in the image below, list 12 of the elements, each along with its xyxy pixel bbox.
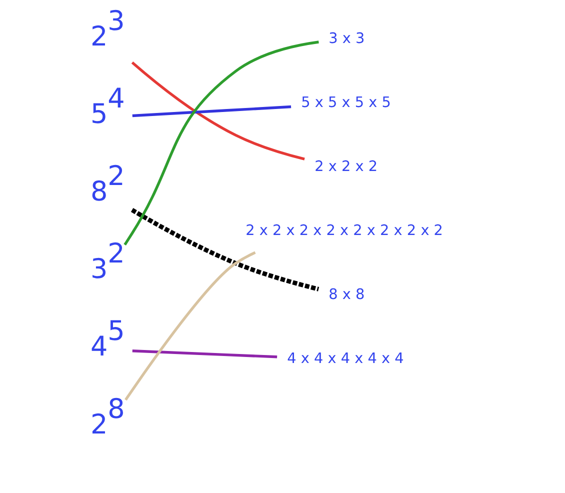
connector xyxy=(132,105,291,118)
node-text: 3 x 3 xyxy=(328,31,364,48)
connector xyxy=(130,61,304,160)
connector xyxy=(130,208,319,292)
node-text: 2 x 2 x 2 xyxy=(314,159,378,176)
node-text: 8 x 8 xyxy=(328,287,364,304)
connector xyxy=(123,40,318,246)
node-text: 2 x 2 x 2 x 2 x 2 x 2 x 2 x 2 xyxy=(245,223,443,240)
connector xyxy=(132,350,277,358)
node-text: 5 x 5 x 5 x 5 xyxy=(300,95,390,112)
connector xyxy=(124,251,256,401)
node-text: 4 x 4 x 4 x 4 x 4 xyxy=(286,351,404,368)
